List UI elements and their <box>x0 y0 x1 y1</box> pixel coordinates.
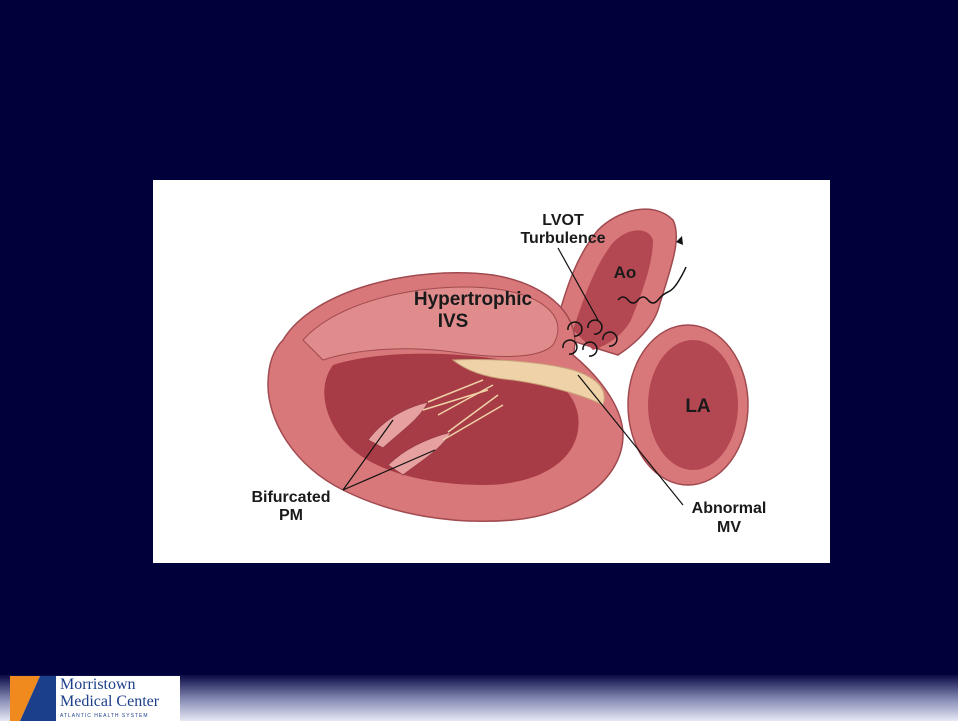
mv-label-line1: Abnormal <box>692 500 767 517</box>
logo-mark-icon <box>10 676 56 721</box>
ao-label: Ao <box>614 263 637 282</box>
pm-label-line2: PM <box>279 507 303 524</box>
heart-diagram: LVOT Turbulence Ao Hypertrophic IVS LA B… <box>153 180 830 563</box>
ivs-label-line2: IVS <box>438 311 469 332</box>
flow-arrowhead <box>676 236 683 245</box>
hospital-logo: Morristown Medical Center ATLANTIC HEALT… <box>10 676 180 721</box>
lvot-label-line1: LVOT <box>542 212 584 229</box>
pm-label-line1: Bifurcated <box>251 489 330 506</box>
logo-name-line1: Morristown <box>60 677 136 693</box>
mv-label-line2: MV <box>717 519 741 536</box>
la-label: LA <box>685 396 711 417</box>
logo-name-line2: Medical Center <box>60 694 159 710</box>
ivs-label-line1: Hypertrophic <box>414 289 533 310</box>
logo-tagline: ATLANTIC HEALTH SYSTEM <box>60 713 180 721</box>
heart-diagram-panel: LVOT Turbulence Ao Hypertrophic IVS LA B… <box>153 180 830 563</box>
lvot-label-line2: Turbulence <box>520 230 605 247</box>
